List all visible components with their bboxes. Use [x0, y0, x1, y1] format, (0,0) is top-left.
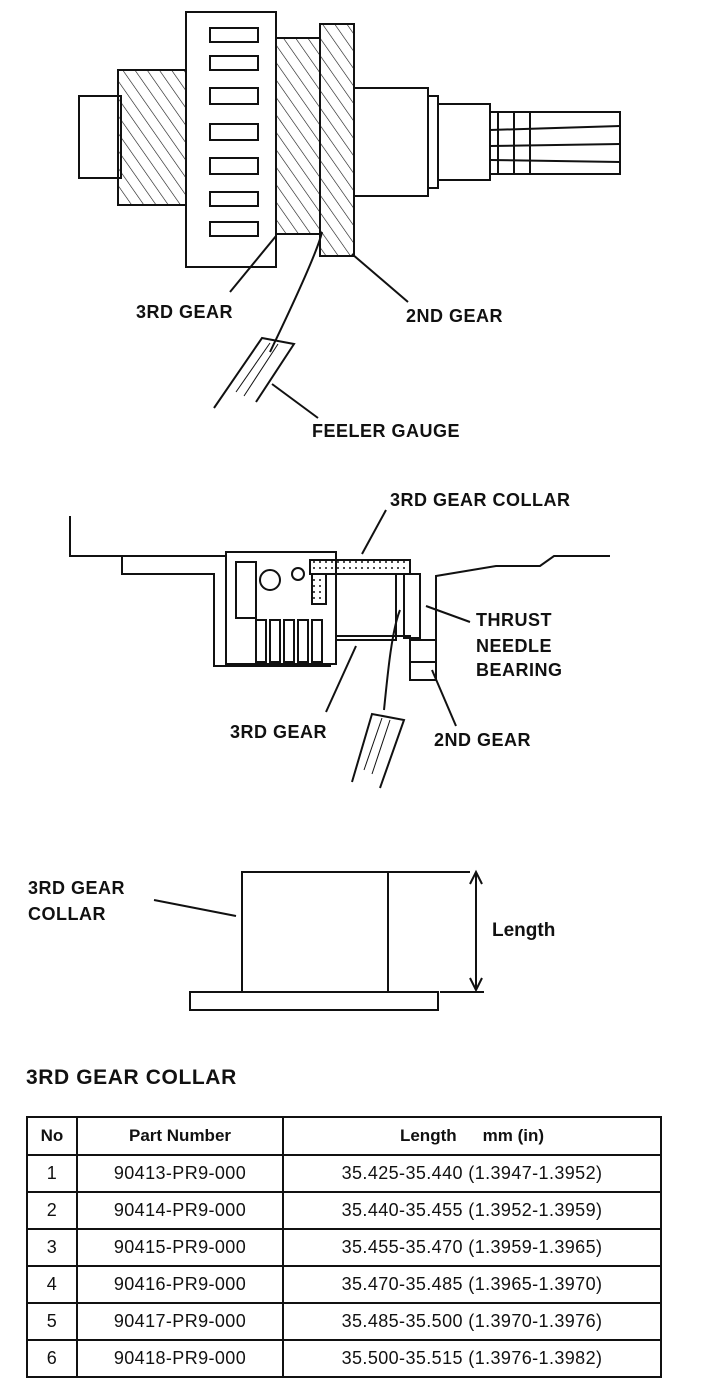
leader-collar: [361, 509, 387, 555]
label-thrust-3: BEARING: [476, 660, 563, 680]
cell-length: 35.500-35.515 (1.3976-1.3982): [282, 1339, 662, 1378]
leader-feeler-gauge: [271, 383, 319, 419]
cell-length: 35.455-35.470 (1.3959-1.3965): [282, 1228, 662, 1267]
feeler-gauge-icon: [213, 336, 296, 409]
shaft-section: [69, 516, 610, 681]
leader-collar-3: [153, 899, 237, 917]
cell-part: 90417-PR9-000: [76, 1302, 284, 1341]
cell-part: 90414-PR9-000: [76, 1191, 284, 1230]
leader-thrust: [425, 605, 471, 623]
label-3rd-gear-2: 3RD GEAR: [230, 722, 327, 742]
label-thrust-2: NEEDLE: [476, 636, 552, 656]
collar-flange: [189, 991, 439, 1011]
label-collar-1: 3RD GEAR: [28, 878, 125, 898]
cell-length: 35.425-35.440 (1.3947-1.3952): [282, 1154, 662, 1193]
label-thrust-1: THRUST: [476, 610, 552, 630]
header-unit: mm (in): [482, 1126, 545, 1145]
shaft-assembly: [78, 11, 621, 268]
header-length: Length mm (in): [282, 1116, 662, 1156]
leader-2nd-gear: [351, 253, 409, 303]
header-part: Part Number: [76, 1116, 284, 1156]
label-2nd-gear-2: 2ND GEAR: [434, 730, 531, 750]
feeler-gauge-icon-2: [351, 712, 406, 789]
table-header-row: No Part Number Length mm (in): [26, 1116, 662, 1156]
collar-section: [309, 559, 411, 575]
figure-gear-clearance: 3RD GEAR 2ND GEAR FEELER GAUGE: [78, 11, 621, 441]
figure-cross-section: 3RD GEAR COLLAR THRUST NEEDLE BEARING 3R…: [69, 490, 610, 789]
leader-3rd-gear-2: [325, 645, 357, 713]
cell-length: 35.485-35.500 (1.3970-1.3976): [282, 1302, 662, 1341]
cell-no: 5: [26, 1302, 78, 1341]
label-feeler-gauge: FEELER GAUGE: [312, 421, 460, 441]
thrust-bearing: [403, 573, 421, 639]
figure-collar-length: 3RD GEAR COLLAR Length: [28, 869, 555, 1011]
cell-length: 35.440-35.455 (1.3952-1.3959): [282, 1191, 662, 1230]
cell-no: 4: [26, 1265, 78, 1304]
feeler-blade-2: [383, 609, 401, 711]
leader-2nd-gear-2: [431, 669, 457, 727]
leader-3rd-gear: [229, 235, 277, 293]
synchro-teeth: [255, 619, 323, 663]
cell-part: 90413-PR9-000: [76, 1154, 284, 1193]
cell-no: 2: [26, 1191, 78, 1230]
cell-part: 90416-PR9-000: [76, 1265, 284, 1304]
feeler-blade: [269, 231, 323, 353]
label-2nd-gear: 2ND GEAR: [406, 306, 503, 326]
label-length: Length: [492, 920, 555, 941]
synchro-slots: [209, 27, 259, 237]
label-collar: 3RD GEAR COLLAR: [390, 490, 571, 510]
cell-part: 90418-PR9-000: [76, 1339, 284, 1378]
collar-body: [241, 871, 389, 993]
cell-no: 6: [26, 1339, 78, 1378]
cell-no: 1: [26, 1154, 78, 1193]
header-no: No: [26, 1116, 78, 1156]
label-collar-2: COLLAR: [28, 904, 106, 924]
table-title: 3RD GEAR COLLAR: [26, 1066, 237, 1089]
cell-no: 3: [26, 1228, 78, 1267]
label-3rd-gear: 3RD GEAR: [136, 302, 233, 322]
cell-length: 35.470-35.485 (1.3965-1.3970): [282, 1265, 662, 1304]
cell-part: 90415-PR9-000: [76, 1228, 284, 1267]
header-length-label: Length: [399, 1126, 457, 1145]
